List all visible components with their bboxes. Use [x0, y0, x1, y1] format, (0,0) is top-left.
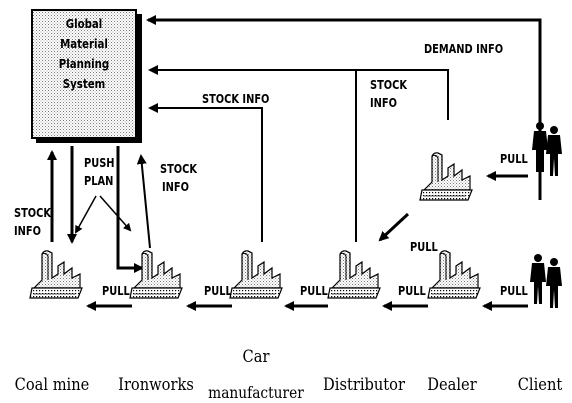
- factory-icon-upper-dealer: [420, 153, 472, 200]
- factory-icon-car-manufacturer: [230, 251, 282, 298]
- factory-icon-distributor: [328, 251, 380, 298]
- node-label-client: Client: [512, 376, 567, 394]
- node-label-coal-mine: Coal mine: [14, 376, 90, 394]
- node-label-distributor: Distributor: [321, 376, 407, 394]
- stock-info-mid-label-2: INFO: [162, 180, 189, 194]
- stock-info-top-label: STOCK INFO: [202, 92, 269, 106]
- node-label-dealer: Dealer: [418, 376, 487, 394]
- system-title-line-3: Planning: [38, 54, 130, 74]
- stock-info-left-label-1: STOCK: [14, 206, 51, 220]
- stock-info-right-label-2: INFO: [370, 96, 397, 110]
- client-person-icon-lower-1: [530, 254, 546, 304]
- factory-icon-coal-mine: [30, 251, 82, 298]
- stock-info-ironworks-arrow: [141, 156, 150, 248]
- pull-label-upper-client: PULL: [500, 152, 528, 166]
- pull-arrow-upper-dealer-distributor: [380, 214, 408, 240]
- pull-label-ironworks-coal: PULL: [102, 284, 130, 298]
- push-plan-label-1: PUSH: [84, 156, 115, 170]
- push-plan-label-2: PLAN: [84, 174, 113, 188]
- planning-system-shadow-bottom: [36, 138, 142, 143]
- node-label-ironworks: Ironworks: [118, 376, 194, 394]
- system-title-line-2: Material: [38, 34, 130, 54]
- stock-info-left-label-2: INFO: [14, 224, 41, 238]
- pull-label-dealer-distributor: PULL: [398, 284, 426, 298]
- pull-label-distributor-car: PULL: [300, 284, 328, 298]
- node-label-car-line-2: manufacturer: [208, 384, 304, 402]
- factory-icon-ironworks: [130, 251, 182, 298]
- system-title-line-1: Global: [38, 14, 130, 34]
- client-person-icon-lower-2: [546, 258, 562, 308]
- pull-label-client-dealer: PULL: [500, 284, 528, 298]
- pull-label-car-ironworks: PULL: [204, 284, 232, 298]
- pull-label-diagonal: PULL: [410, 240, 438, 254]
- planning-system-shadow-right: [136, 14, 142, 142]
- factory-icon-dealer: [428, 251, 480, 298]
- stock-info-right-label-1: STOCK: [370, 78, 407, 92]
- stock-info-mid-label-1: STOCK: [160, 162, 197, 176]
- push-plan-split-left: [76, 196, 96, 232]
- client-person-icon-upper-2: [546, 126, 562, 176]
- planning-system-title: Global Material Planning System: [38, 14, 130, 94]
- push-plan-ironworks-arrow: [118, 146, 142, 268]
- push-plan-split-right: [100, 196, 130, 230]
- node-label-car-line-1: Car: [218, 348, 294, 366]
- demand-info-label: DEMAND INFO: [424, 42, 503, 56]
- system-title-line-4: System: [38, 74, 130, 94]
